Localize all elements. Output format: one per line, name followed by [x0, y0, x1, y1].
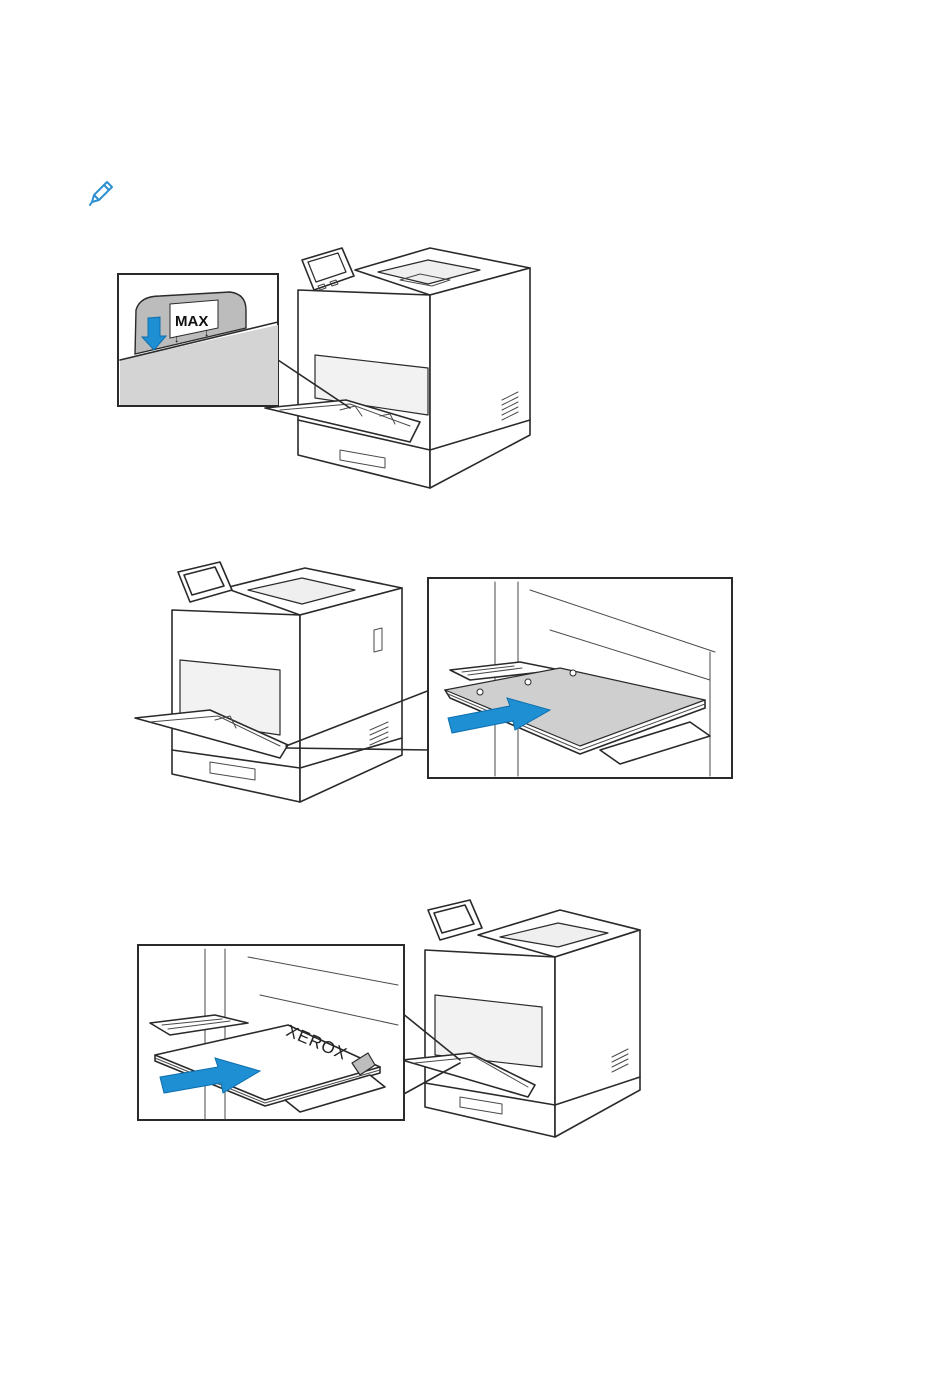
fill-arrow-glyph-left: ↓	[174, 333, 180, 345]
fill-arrow-glyph-right: ↓	[204, 327, 210, 339]
figure-max-fill-line: MAX ↓ ↓	[110, 230, 550, 500]
pencil-note-icon	[86, 178, 116, 208]
printer-illustration	[265, 248, 530, 488]
printer-illustration	[135, 562, 402, 802]
figure-insert-paper: XEROX	[130, 895, 650, 1145]
figure-load-paper	[130, 550, 740, 810]
printer-illustration	[402, 900, 640, 1137]
